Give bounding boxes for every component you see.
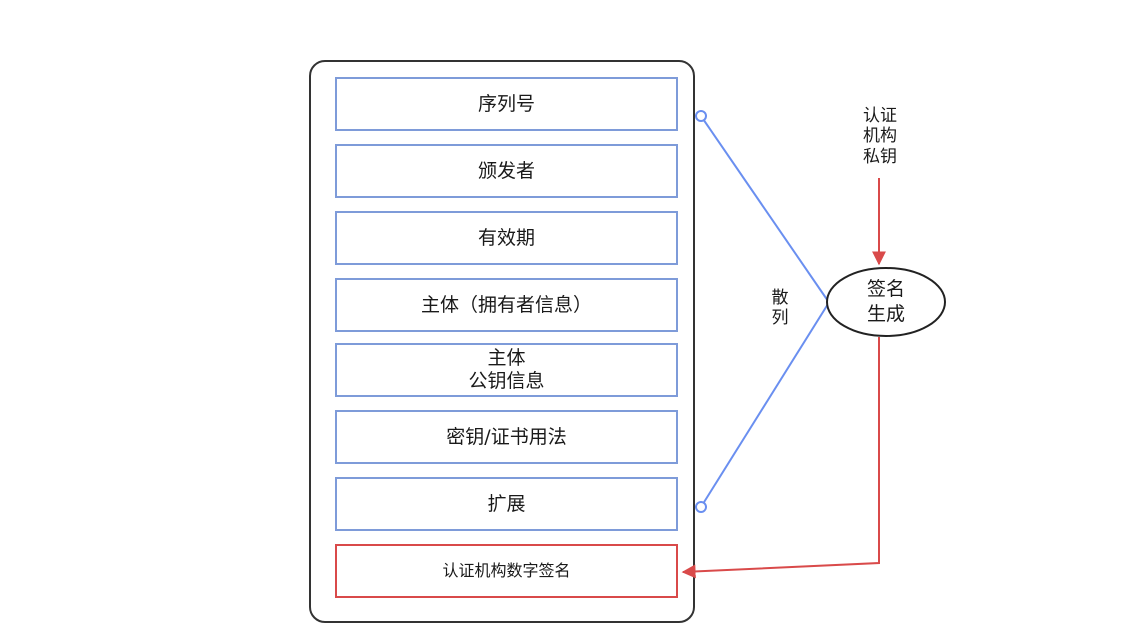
hash-label-char-1: 散: [771, 288, 789, 308]
field-validity: 有效期: [335, 211, 678, 265]
field-subject-public-key: 主体 公钥信息: [335, 343, 678, 397]
hash-label: 散 列: [768, 288, 792, 329]
field-issuer: 颁发者: [335, 144, 678, 198]
ca-private-key-line-2: 机构: [863, 126, 897, 147]
certificate-container: [309, 60, 695, 623]
hash-label-char-2: 列: [771, 308, 789, 329]
signature-generation-line-2: 生成: [866, 303, 905, 325]
ca-private-key-line-1: 认证: [863, 106, 897, 126]
signature-output-arrow: [681, 337, 880, 579]
field-serial-number: 序列号: [335, 77, 678, 131]
ca-private-key-line-3: 私钥: [863, 146, 897, 167]
signature-generation-line-1: 签名: [866, 278, 905, 301]
field-key-usage: 密钥/证书用法: [335, 410, 678, 464]
hash-endpoint-bottom: [695, 501, 707, 513]
field-subject: 主体（拥有者信息）: [335, 278, 678, 332]
field-ca-signature: 认证机构数字签名: [335, 544, 678, 598]
ca-private-key-label: 认证 机构 私钥: [855, 106, 905, 167]
hash-line-bottom: [700, 303, 829, 508]
hash-line-top: [700, 115, 829, 302]
field-extensions: 扩展: [335, 477, 678, 531]
hash-endpoint-top: [695, 110, 707, 122]
signature-generation-node: [826, 267, 946, 337]
signature-generation-label: 签名 生成: [826, 270, 946, 334]
